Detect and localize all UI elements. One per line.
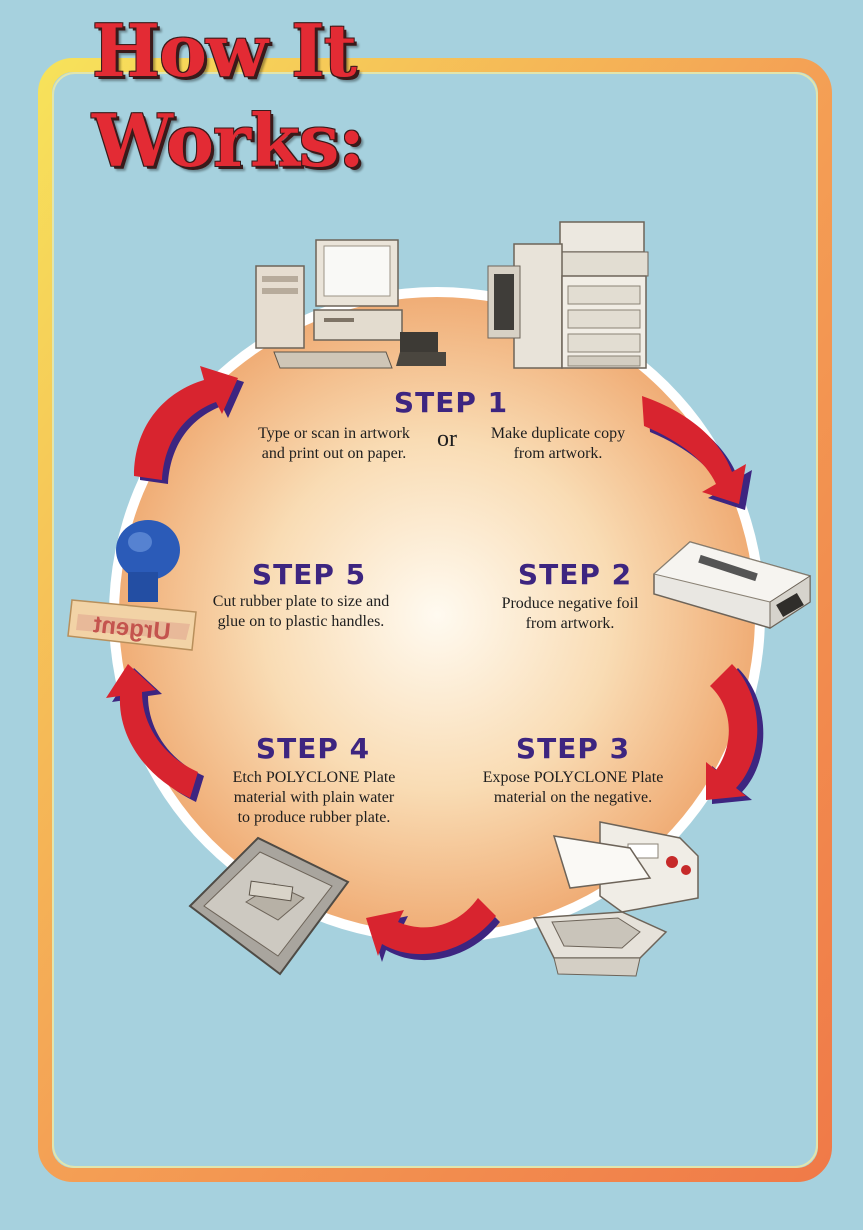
step3-line2: material on the negative. (493, 789, 653, 806)
rubber-stamp-icon: Urgent (67, 520, 197, 651)
computer-icon (255, 239, 446, 369)
step5-line2: glue on to plastic handles. (217, 613, 385, 630)
step1-option-a: Type or scan in artwork and print out on… (236, 424, 432, 464)
step4-description: Etch POLYCLONE Plate material with plain… (206, 768, 422, 828)
step1-option-a-line2: and print out on paper. (261, 445, 407, 462)
step5-line1: Cut rubber plate to size and (212, 593, 390, 610)
step3-heading: STEP 3 (515, 732, 631, 765)
step1-option-b-line2: from artwork. (513, 445, 603, 462)
arrow-step2-to-step3 (706, 664, 764, 804)
step1-option-b: Make duplicate copy from artwork. (470, 424, 646, 464)
step4-line2: material with plain water (233, 789, 395, 806)
step1-or-connector: or (437, 426, 457, 452)
step4-line1: Etch POLYCLONE Plate (232, 769, 396, 786)
step3-line1: Expose POLYCLONE Plate (482, 769, 664, 786)
step2-heading: STEP 2 (517, 558, 633, 591)
step1-option-a-line1: Type or scan in artwork (258, 425, 410, 442)
step1-option-b-line1: Make duplicate copy (490, 425, 626, 442)
arrow-step5-to-step1 (134, 366, 244, 484)
step2-description: Produce negative foil from artwork. (476, 594, 664, 634)
step4-heading: STEP 4 (255, 732, 371, 765)
page-title: How It Works: (92, 8, 365, 183)
step2-line1: Produce negative foil (501, 595, 639, 612)
arrow-step1-to-step2 (642, 396, 752, 510)
step3-description: Expose POLYCLONE Plate material on the n… (466, 768, 680, 808)
photocopier-icon (487, 221, 649, 369)
step1-heading: STEP 1 (393, 386, 509, 419)
arrow-step3-to-step4 (366, 898, 500, 962)
step4-line3: to produce rubber plate. (237, 809, 391, 826)
exposure-unit-icon (532, 821, 699, 977)
step2-line2: from artwork. (525, 615, 615, 632)
step5-heading: STEP 5 (251, 558, 367, 591)
washout-tray-icon (188, 836, 350, 976)
arrow-step4-to-step5 (106, 664, 204, 802)
laminator-icon (652, 541, 812, 629)
step5-description: Cut rubber plate to size and glue on to … (194, 592, 408, 632)
